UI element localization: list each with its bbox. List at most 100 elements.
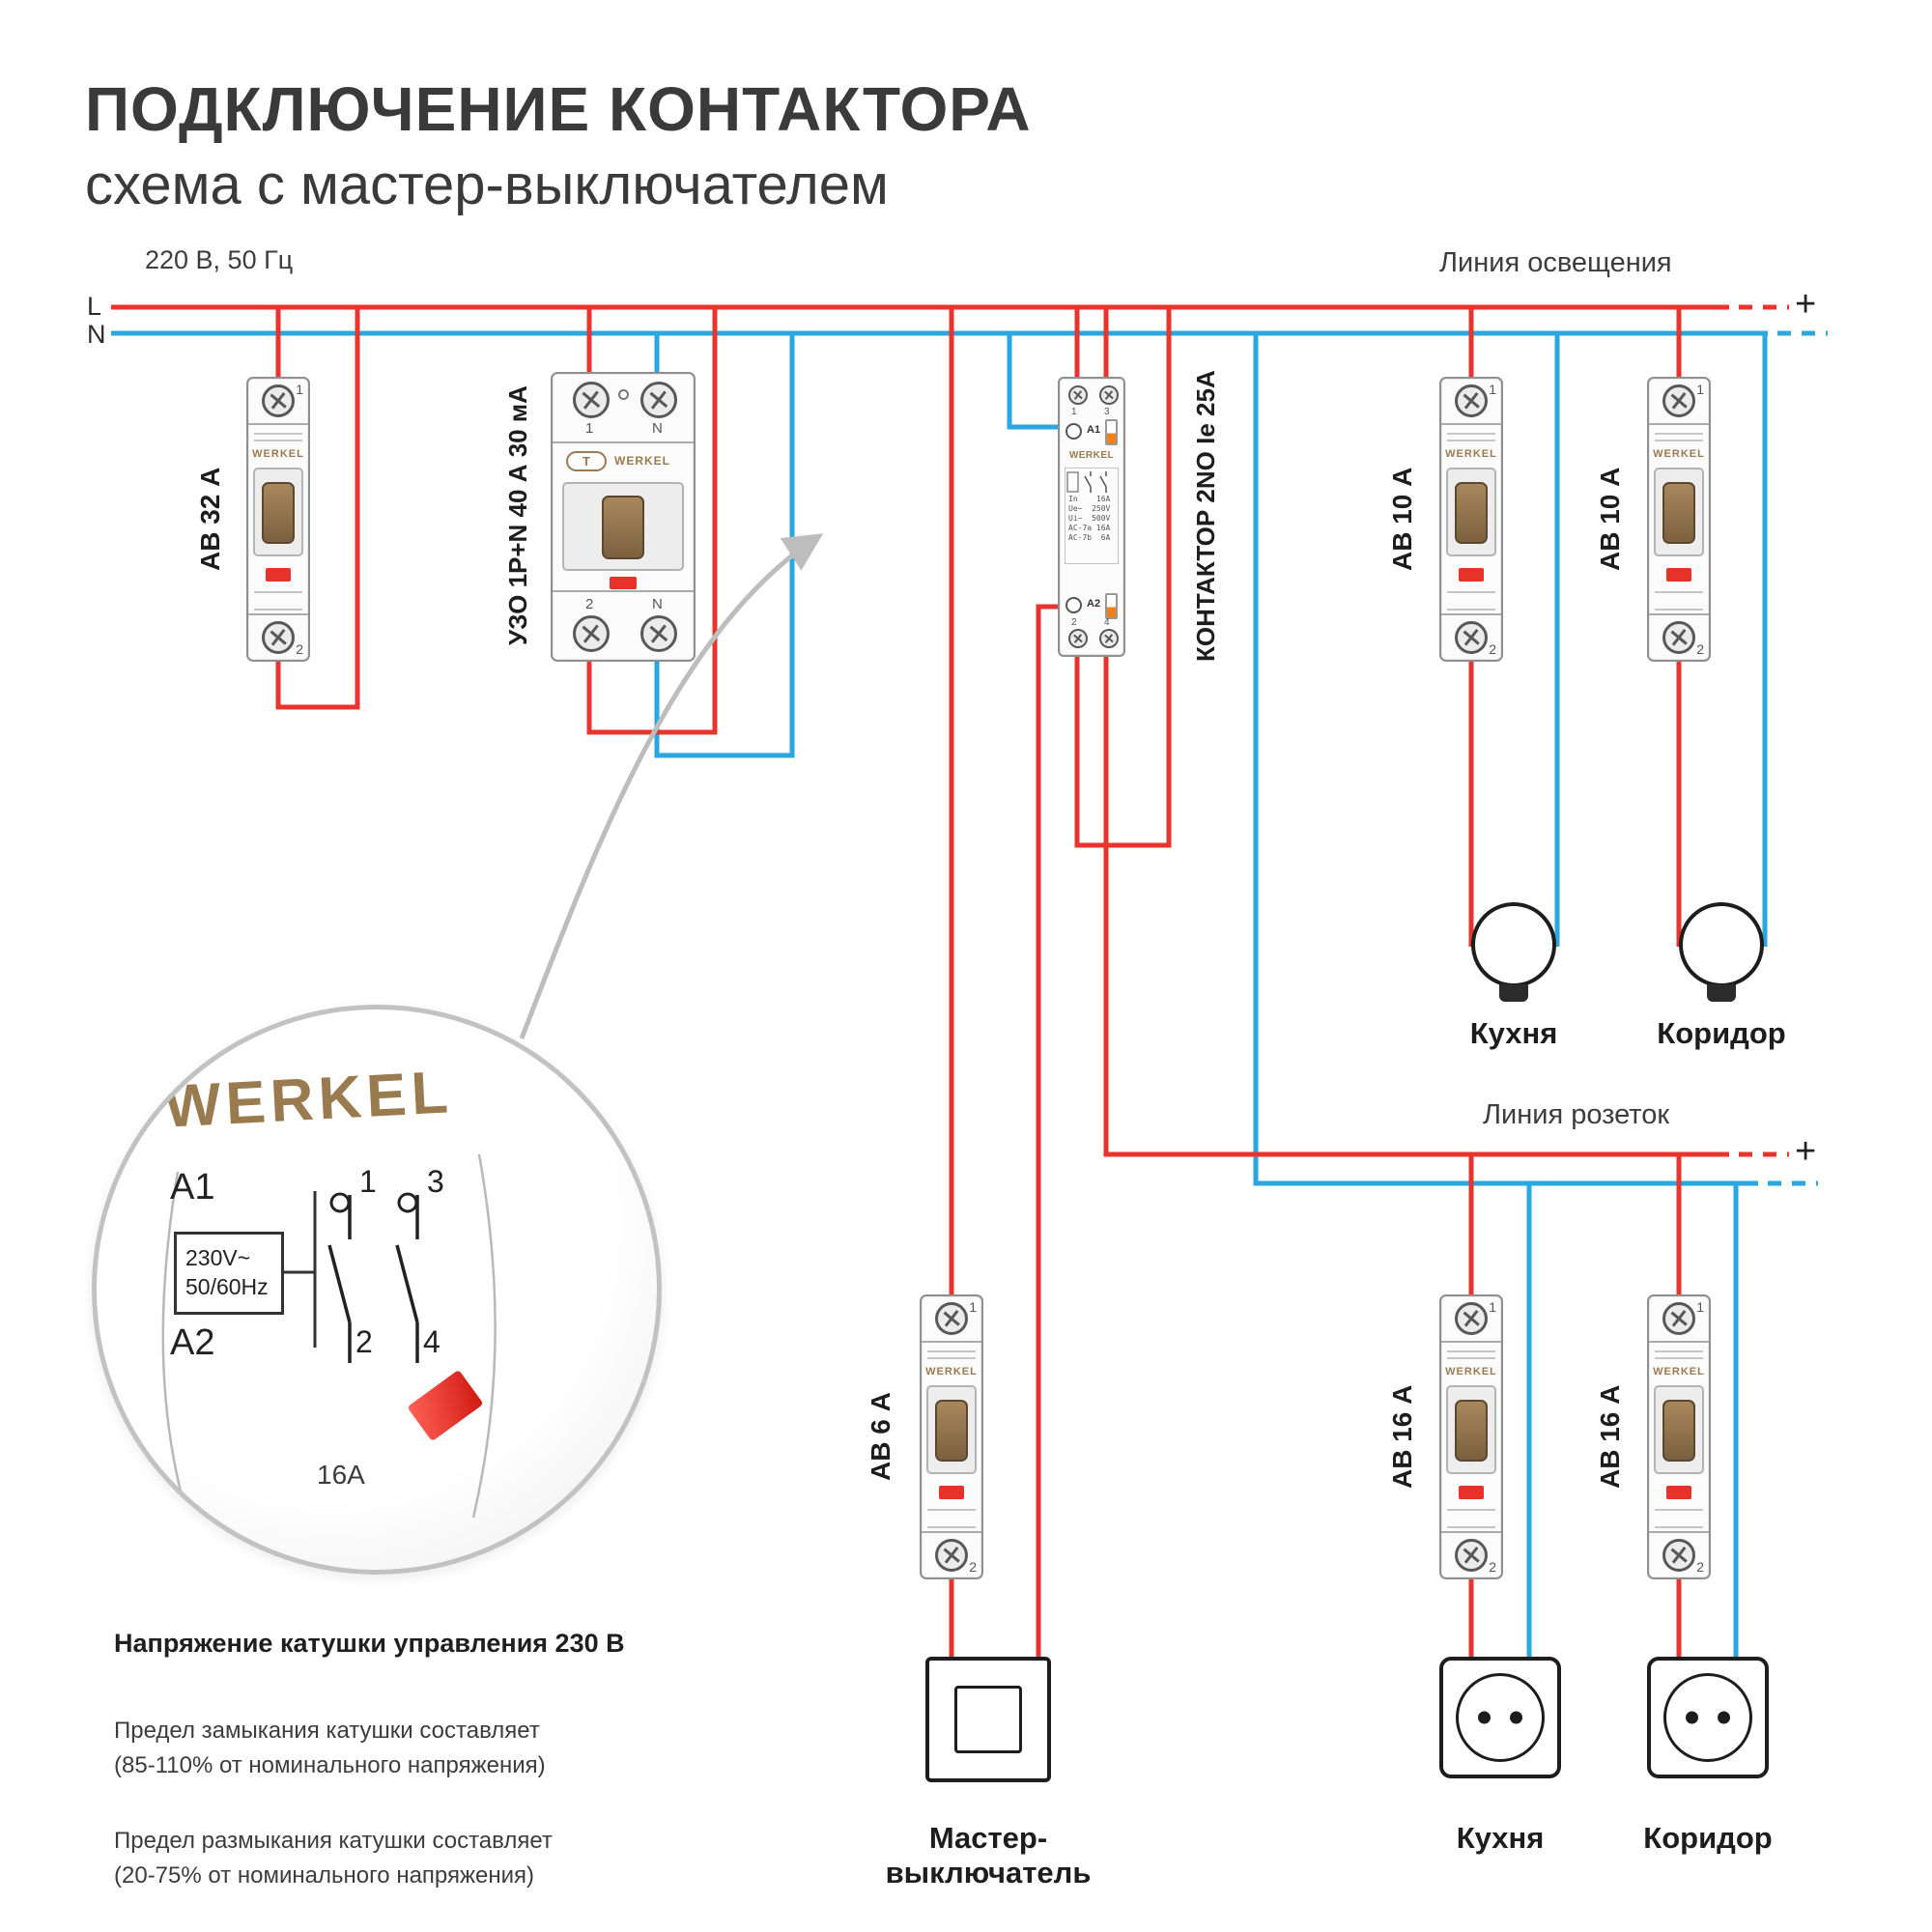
toggle-lever [935,1400,968,1462]
lower-panel [254,591,302,611]
contact-glyph [1066,471,1107,493]
lighting-line-plus: + [1795,284,1817,325]
status-indicator [1666,1486,1691,1499]
pin-number: 2 [296,641,303,657]
a2-label: A2 [1087,598,1101,610]
note-opening-2: (20-75% от номинального напряжения) [114,1862,535,1889]
groove-line [927,1350,976,1352]
pin-number: 1 [1071,407,1077,417]
pin-number: 1 [296,382,303,397]
terminal-top [1441,1296,1501,1343]
screw-icon [640,382,677,418]
terminal-top [1649,1296,1709,1343]
terminal-top [248,379,308,425]
brand-label: WERKEL [1445,448,1497,460]
contact-4-label: 4 [423,1324,440,1359]
contact-1-label: 1 [359,1164,377,1199]
label-ab6: АВ 6 А [866,1392,895,1482]
coil-voltage-box: 230V~ 50/60Hz [174,1232,284,1315]
screw-icon [1455,621,1488,654]
screw-icon [1662,621,1695,654]
screw-icon [1662,1302,1695,1335]
terminal-bottom [1649,1531,1709,1577]
breaker-ab6: 1 WERKEL 2 [920,1294,983,1579]
page-subtitle: схема с мастер-выключателем [85,154,889,216]
page-title: ПОДКЛЮЧЕНИЕ КОНТАКТОРА [85,74,1032,144]
spec-line: AC-7b 6A [1068,533,1111,542]
pin-number: 2 [1696,1559,1704,1575]
toggle-lever [1455,1400,1488,1462]
screw-icon [1455,384,1488,417]
brand-label: WERKEL [1445,1366,1497,1378]
socket-hole [1478,1711,1491,1724]
screw-icon [573,615,610,652]
socket-corridor-icon [1647,1657,1769,1778]
brand-label: WERKEL [1068,450,1115,461]
toggle-recess [253,468,303,556]
screw-icon [1099,629,1119,648]
lower-panel [927,1509,976,1528]
label-ab16-corridor: АВ 16 А [1595,1384,1625,1490]
neutral-letter: N [87,320,106,349]
socket-hole [1686,1711,1698,1724]
terminal-bottom: 2 N [553,590,694,660]
groove-line [927,1357,976,1359]
contact-3-label: 3 [427,1164,444,1199]
mount-hole [618,389,629,400]
pin-number: 1 [585,420,594,437]
pin-number: N [652,596,663,612]
label-ab10-corridor: АВ 10 А [1595,467,1625,572]
screw-icon [1662,1539,1695,1572]
screw-icon [935,1302,968,1335]
socket-face [1456,1673,1545,1762]
terminal-top [1649,379,1709,425]
rated-current-label: 16A [317,1460,365,1490]
screw-icon [640,615,677,652]
socket-kitchen-icon [1439,1657,1561,1778]
screw-icon [1068,385,1088,405]
toggle-recess [562,482,684,571]
pin-number: 4 [1104,617,1110,628]
status-indicator [1666,568,1691,582]
toggle-recess [1654,468,1704,556]
lower-panel [1655,1509,1703,1528]
phase-letter: L [87,292,102,321]
a2-terminal-label: A2 [170,1322,215,1363]
note-opening-1: Предел размыкания катушки составляет [114,1828,553,1854]
neutral-wires [111,330,1828,1658]
breaker-ab10-kitchen: 1 WERKEL 2 [1439,377,1503,662]
master-switch-key [954,1686,1022,1753]
coil-frequency: 50/60Hz [185,1274,269,1299]
toggle-lever [602,496,644,559]
screw-icon [262,384,295,417]
spec-line: Ui~ 500V [1068,514,1111,523]
lamp-kitchen-label: Кухня [1469,1016,1558,1050]
pin-number: 2 [1489,1559,1496,1575]
pin-number: 2 [969,1559,977,1575]
pin-number: 1 [1489,382,1496,397]
screw-icon [573,382,610,418]
master-switch-label: Мастер-выключатель [885,1821,1092,1889]
lamp-corridor-label: Коридор [1657,1016,1786,1050]
screw-icon [1068,629,1088,648]
spec-line: In 16A [1068,495,1111,503]
lower-panel [1447,1509,1495,1528]
switch-tab [1105,419,1118,445]
a1-label: A1 [1087,424,1101,436]
status-indicator [610,577,637,589]
terminal-top [1441,379,1501,425]
pin-number: 1 [1696,382,1704,397]
label-ab16-kitchen: АВ 16 А [1387,1384,1417,1490]
bulb-base [1499,984,1528,1002]
status-indicator [1459,568,1484,582]
groove-line [254,440,302,441]
screw-icon [1099,385,1119,405]
toggle-recess [1446,1385,1496,1474]
toggle-lever [262,482,295,544]
groove-line [1655,433,1703,435]
pin-number: 2 [1696,641,1704,657]
socket-kitchen-label: Кухня [1456,1821,1545,1855]
terminal-circle [1065,597,1082,613]
toggle-lever [1662,1400,1695,1462]
